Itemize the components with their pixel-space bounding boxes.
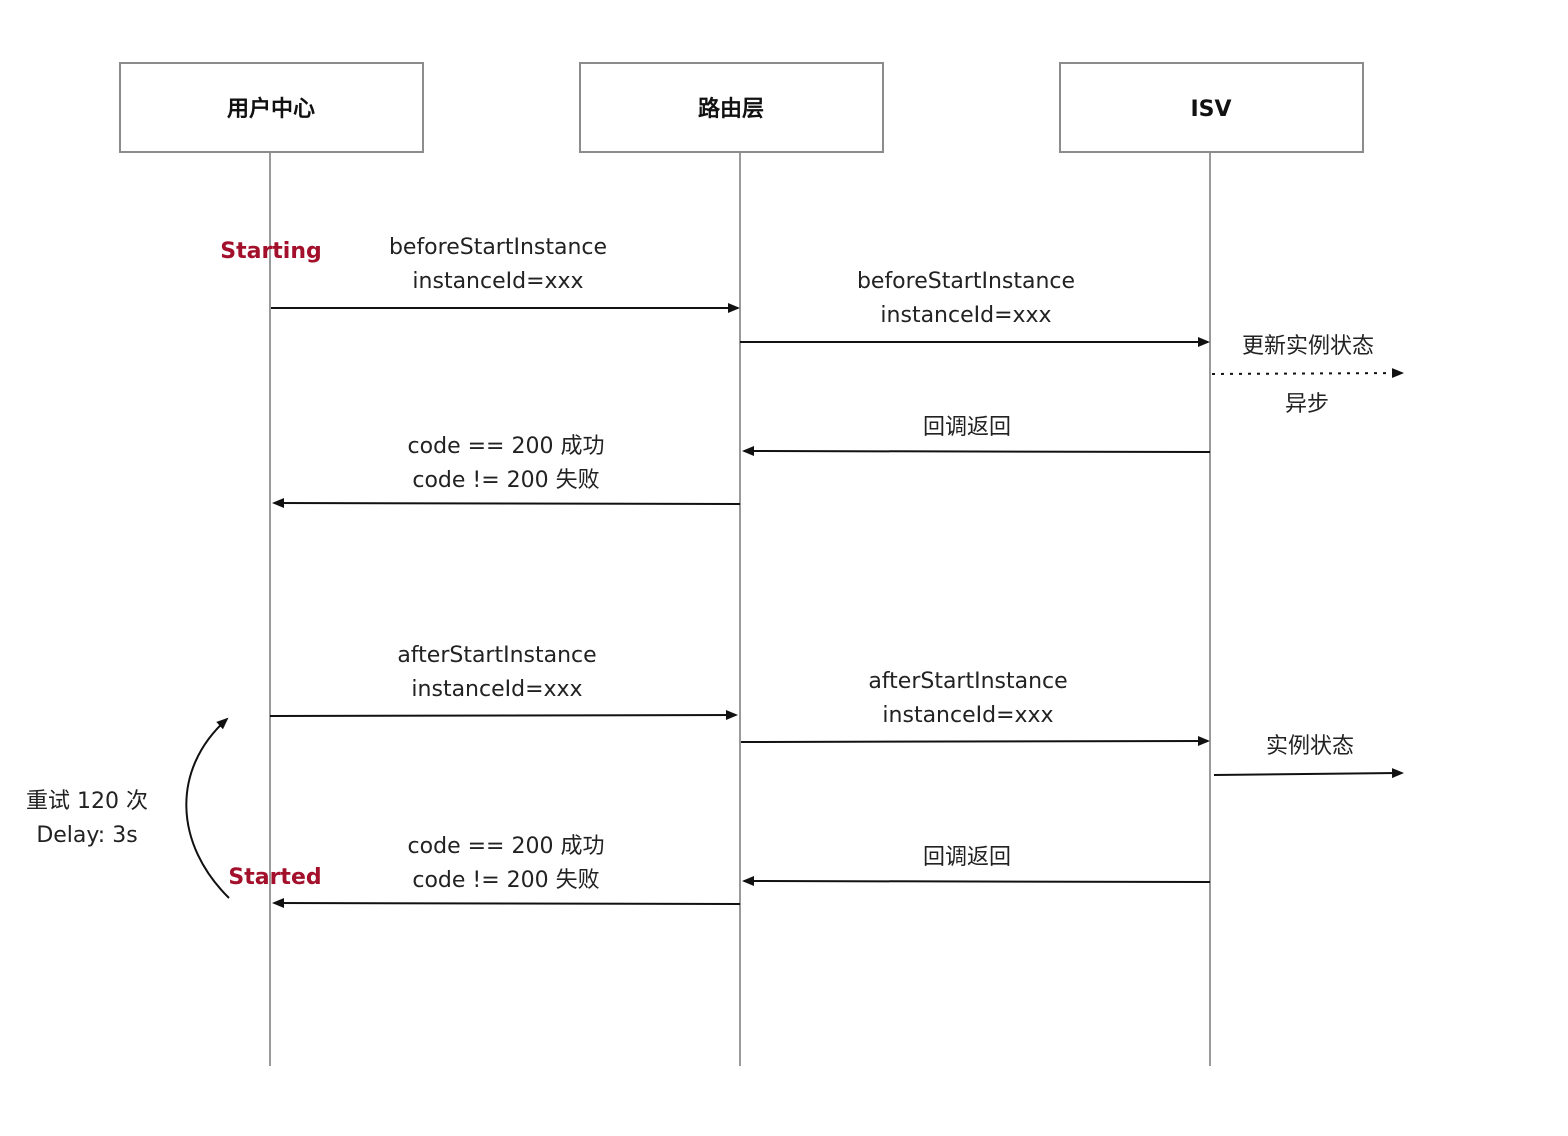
message-label-line-2: code != 200 失败 — [412, 868, 599, 893]
message-arrow — [742, 876, 1211, 887]
message-label-line-2: code != 200 失败 — [412, 468, 599, 493]
message-result-to-user: code == 200 成功 code != 200 失败 — [272, 434, 741, 509]
actor-isv: ISV — [1059, 62, 1364, 153]
message-after-start-to-isv: afterStartInstance instanceId=xxx — [740, 669, 1210, 747]
message-label-line-2: instanceId=xxx — [882, 703, 1053, 728]
message-label-line-1: 回调返回 — [923, 415, 1011, 440]
message-label-line-2: instanceId=xxx — [411, 677, 582, 702]
message-label-line-1: code == 200 成功 — [408, 834, 605, 859]
message-arrow — [740, 736, 1210, 747]
message-before-start-to-router: beforeStartInstance instanceId=xxx — [271, 235, 740, 313]
actor-label-router: 路由层 — [698, 96, 764, 122]
message-label-line-1: 更新实例状态 — [1242, 334, 1374, 359]
state-starting: Starting — [220, 239, 322, 264]
message-before-start-to-isv: beforeStartInstance instanceId=xxx — [740, 269, 1210, 347]
message-arrow — [742, 446, 1211, 457]
message-label-line-1: afterStartInstance — [397, 643, 596, 668]
message-label-line-1: code == 200 成功 — [408, 434, 605, 459]
message-arrow — [269, 710, 738, 721]
message-update-instance-status: 更新实例状态 异步 — [1211, 334, 1404, 417]
message-label-line-1: beforeStartInstance — [389, 235, 607, 260]
message-label-line-2: instanceId=xxx — [880, 303, 1051, 328]
message-label-line-1: 回调返回 — [923, 845, 1011, 870]
message-callback-to-router: 回调返回 — [742, 415, 1211, 457]
message-callback-to-router-2: 回调返回 — [742, 845, 1211, 887]
message-result-to-user-2: code == 200 成功 code != 200 失败 — [272, 834, 741, 909]
message-arrow-dotted — [1211, 368, 1404, 379]
retry-curved-arrow — [185, 717, 230, 899]
actor-label-isv: ISV — [1190, 97, 1231, 122]
actor-label-user-center: 用户中心 — [227, 96, 315, 122]
message-label-line-1: afterStartInstance — [868, 669, 1067, 694]
message-label-line-1: 实例状态 — [1266, 734, 1354, 759]
message-after-start-to-router: afterStartInstance instanceId=xxx — [269, 643, 738, 721]
retry-delay-label: Delay: 3s — [36, 823, 137, 848]
message-instance-status: 实例状态 — [1213, 734, 1404, 779]
retry-count-label: 重试 120 次 — [26, 789, 148, 814]
actor-router: 路由层 — [579, 62, 884, 153]
retry-note: 重试 120 次 Delay: 3s — [26, 717, 230, 899]
message-arrow — [1213, 768, 1404, 779]
actor-user-center: 用户中心 — [119, 62, 424, 153]
message-label-line-2: instanceId=xxx — [412, 269, 583, 294]
message-arrow — [272, 498, 741, 509]
state-started: Started — [228, 865, 321, 890]
message-label-line-1: beforeStartInstance — [857, 269, 1075, 294]
message-arrow — [272, 898, 741, 909]
async-label: 异步 — [1285, 392, 1329, 417]
